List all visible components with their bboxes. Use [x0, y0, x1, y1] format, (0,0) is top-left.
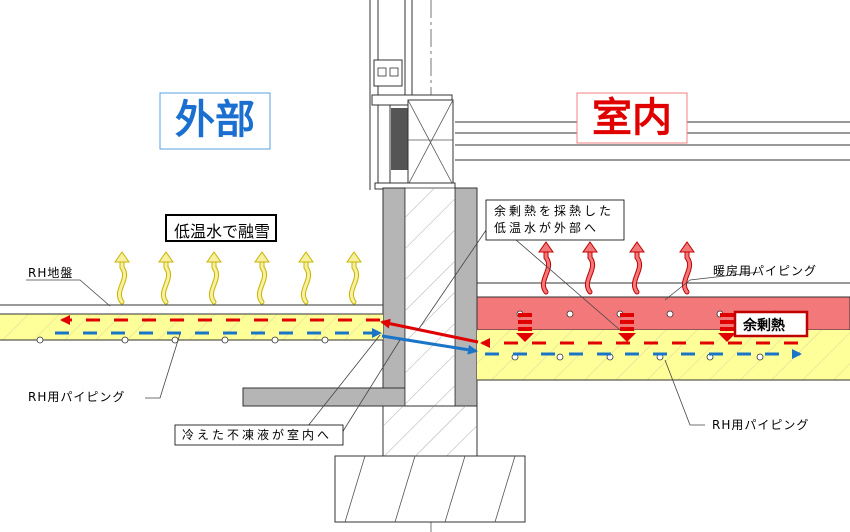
snowmelt-label: 低温水で融雪 — [174, 222, 271, 241]
inside-label-box — [576, 92, 688, 144]
pipe-circle — [221, 336, 229, 344]
surplus-heat-down-arrows — [516, 313, 736, 342]
pipe-circle — [36, 336, 44, 344]
cold-note-box — [174, 424, 344, 446]
snowmelt-label-box — [165, 214, 277, 242]
cold-note: 冷えた不凍液が室内へ — [182, 428, 333, 442]
flow-arrows — [55, 313, 802, 359]
pipe-circle — [121, 336, 129, 344]
collect-note-box — [485, 199, 625, 241]
rh-piping-left-label: RH用パイピング — [28, 390, 126, 404]
pipe-circle — [271, 336, 279, 344]
collect-note-line1: 余剰熱を採熱した — [494, 204, 615, 218]
rh-ground-label: RH地盤 — [28, 266, 74, 280]
inside-slab — [476, 282, 850, 381]
pipe-circle — [556, 353, 564, 361]
leader-lines — [26, 219, 761, 437]
outside-slab — [0, 304, 383, 344]
wall-structure — [242, 0, 850, 532]
collect-note-line2: 低温水が外部へ — [494, 221, 600, 235]
outside-label-box — [159, 92, 271, 150]
cross-blue-flow-icon — [381, 334, 478, 355]
cross-red-flow-icon — [380, 318, 479, 344]
surplus-heat-label: 余剰熱 — [743, 318, 785, 334]
heating-piping-label: 暖房用パイピング — [713, 264, 818, 278]
pipe-circle — [566, 310, 574, 318]
inside-label: 室内 — [592, 95, 672, 141]
pipe-circle — [756, 353, 764, 361]
room-heat-arrows — [538, 241, 695, 295]
down-arrow-icon — [618, 333, 636, 342]
pipe-circle — [321, 336, 329, 344]
surplus-heat-label-box — [733, 310, 809, 338]
rh-pipe-circles-left — [36, 336, 329, 344]
outside-label: 外部 — [175, 97, 255, 143]
down-arrow-icon — [516, 333, 534, 342]
down-arrow-icon — [718, 333, 736, 342]
pipe-circle — [666, 310, 674, 318]
rh-piping-right-label: RH用パイピング — [712, 418, 810, 432]
snowmelt-heat-arrows — [114, 251, 362, 305]
